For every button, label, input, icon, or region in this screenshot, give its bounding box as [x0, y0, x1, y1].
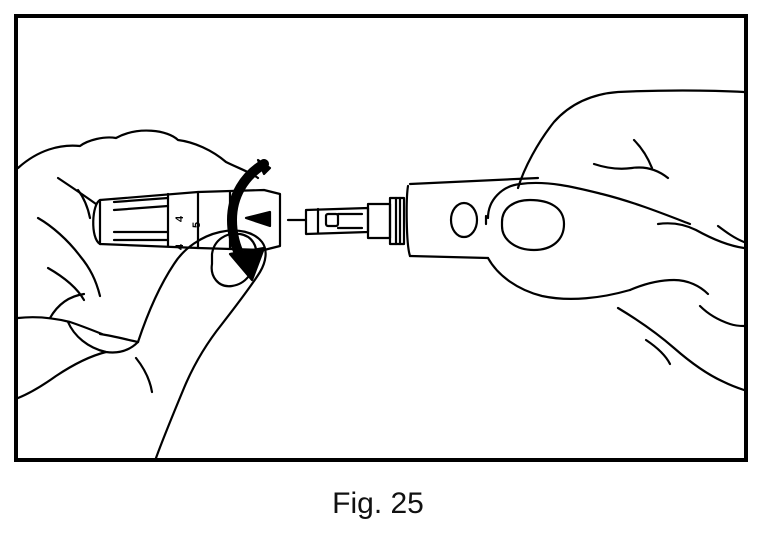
left-hand	[18, 129, 267, 458]
pen-body	[405, 176, 540, 260]
needle-cap: 4 5 4	[92, 188, 282, 252]
rotate-arrow-icon	[227, 158, 272, 282]
dial-label-lower: 4	[174, 243, 186, 250]
illustration-frame: 4 5 4	[14, 14, 748, 462]
pen-needle	[286, 196, 406, 246]
pen-needle-illustration: 4 5 4	[18, 89, 744, 458]
right-hand	[486, 89, 744, 392]
figure-caption: Fig. 25	[332, 487, 424, 520]
dial-label-middle: 5	[191, 222, 203, 228]
dial-label-upper: 4	[174, 215, 186, 222]
